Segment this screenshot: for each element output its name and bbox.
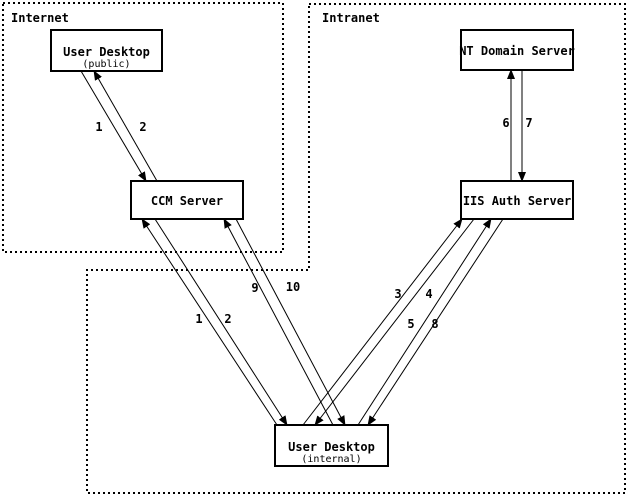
edge-step-4-label: 4	[425, 287, 432, 301]
node-iis-auth-server-box	[460, 180, 574, 220]
region-internet-label: Internet	[11, 11, 69, 25]
node-user-desktop-internal: User Desktop(internal)	[274, 424, 389, 467]
edge-step-10-arrow	[235, 218, 346, 426]
flow-arrows: 1 2 1 2 9 10 3 4 5 8 6 7	[80, 69, 533, 426]
edge-step-1-label: 1	[95, 120, 102, 134]
region-intranet-border	[86, 3, 626, 494]
edge-step-10-label: 10	[286, 280, 300, 294]
edge-step-6-label: 6	[502, 116, 509, 130]
node-user-desktop-public-subtitle: (public)	[82, 59, 130, 70]
edge-step-2-label: 2	[139, 120, 146, 134]
edge-step-5-label: 5	[407, 317, 414, 331]
node-iis-auth-server-title: IIS Auth Server	[463, 194, 571, 208]
edge-step-3-arrow	[302, 218, 463, 426]
edge-step-8-label: 8	[431, 317, 438, 331]
node-user-desktop-public-box	[50, 29, 163, 72]
edge-step-2-label: 2	[224, 312, 231, 326]
node-nt-domain-server: NT Domain Server	[459, 29, 575, 71]
node-ccm-server-box	[130, 180, 244, 220]
edge-step-7-label: 7	[525, 116, 532, 130]
edge-step-2-arrow	[154, 218, 288, 426]
edge-step-1-arrow	[141, 218, 278, 426]
edge-step-1-label: 1	[195, 312, 202, 326]
edge-step-1-arrow	[80, 70, 147, 182]
node-user-desktop-internal-subtitle: (internal)	[301, 454, 361, 465]
edge-step-9-label: 9	[251, 281, 258, 295]
region-internet-border	[2, 2, 284, 253]
node-user-desktop-internal-title: User Desktop	[288, 440, 375, 454]
node-nt-domain-server-title: NT Domain Server	[459, 44, 575, 58]
edge-step-5-arrow	[357, 218, 492, 426]
node-user-desktop-internal-box	[274, 424, 389, 467]
node-user-desktop-public-title: User Desktop	[63, 45, 150, 59]
node-nt-domain-server-box	[460, 29, 574, 71]
region-intranet-label: Intranet	[322, 11, 380, 25]
edge-step-3-label: 3	[394, 287, 401, 301]
edge-step-9-arrow	[223, 218, 334, 426]
node-iis-auth-server: IIS Auth Server	[460, 180, 574, 220]
node-ccm-server: CCM Server	[130, 180, 244, 220]
node-user-desktop-public: User Desktop(public)	[50, 29, 163, 72]
node-ccm-server-title: CCM Server	[151, 194, 223, 208]
edge-step-2-arrow	[93, 70, 158, 182]
edge-step-4-arrow	[314, 218, 475, 426]
edge-step-8-arrow	[367, 218, 504, 426]
